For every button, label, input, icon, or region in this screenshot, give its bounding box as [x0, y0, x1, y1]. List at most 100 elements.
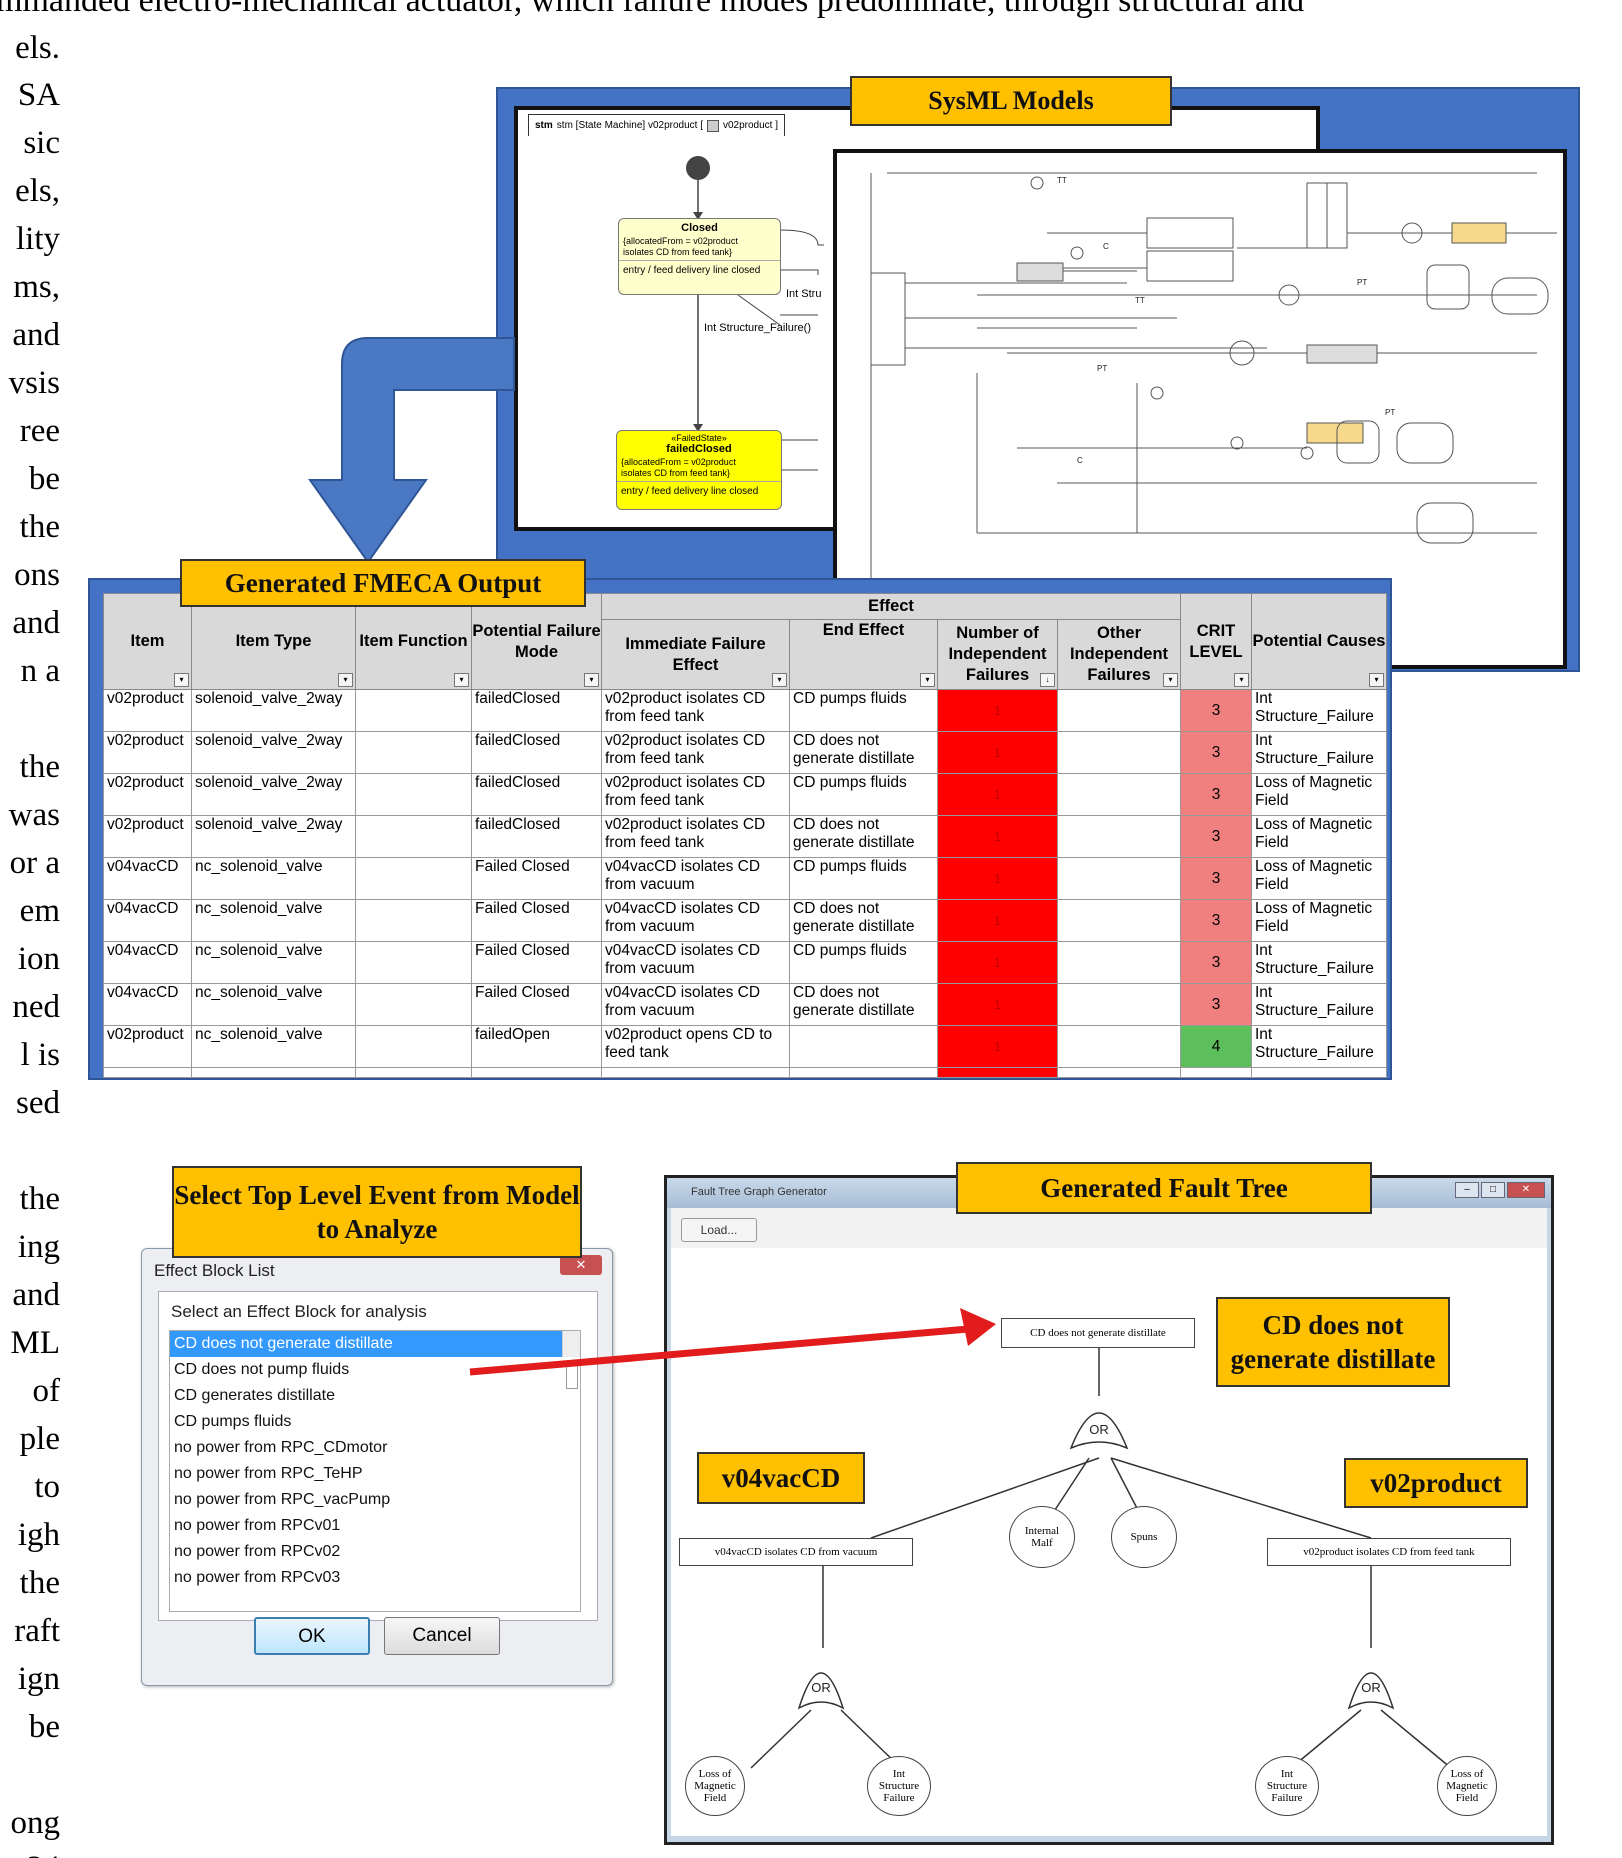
cell-failure-mode[interactable]: failedClosed — [471, 773, 602, 816]
cell-potential-causes[interactable]: Loss of Magnetic Field — [1251, 899, 1387, 942]
cell-failure-mode[interactable]: Failed Closed — [471, 899, 602, 942]
cell-immediate-effect[interactable]: v04vacCD isolates CD from vacuum — [601, 857, 790, 900]
minimize-icon[interactable]: – — [1455, 1182, 1479, 1198]
cell-failure-mode[interactable]: failedClosed — [471, 731, 602, 774]
cell-item[interactable]: v02product — [103, 731, 192, 774]
effect-block-list-item[interactable]: no power from RPCv02 — [174, 1543, 341, 1560]
diagram-tab[interactable]: stm stm [State Machine] v02product [ v02… — [528, 114, 786, 136]
close-icon[interactable]: ✕ — [560, 1255, 602, 1275]
cell-item[interactable]: v02product — [103, 689, 192, 732]
cell-failure-mode[interactable]: Failed Closed — [471, 983, 602, 1026]
cell-num-independent[interactable]: 1 — [937, 983, 1058, 1026]
cell-immediate-effect[interactable]: v04vacCD isolates CD from vacuum — [601, 941, 790, 984]
cell-item[interactable]: v02product — [103, 815, 192, 858]
col-header-item-type[interactable]: Item Type▾ — [191, 593, 356, 690]
int-structure-left-event[interactable]: Int Structure Failure — [867, 1756, 931, 1816]
cell-other-independent[interactable] — [1057, 857, 1181, 900]
cell-other-independent[interactable] — [1057, 983, 1181, 1026]
cell-end-effect[interactable]: CD pumps fluids — [789, 689, 938, 732]
cell-other-independent[interactable] — [1057, 941, 1181, 984]
col-header-item-function[interactable]: Item Function▾ — [355, 593, 472, 690]
col-header-end-effect[interactable]: End Effect▾ — [789, 619, 938, 690]
close-icon[interactable]: ✕ — [1507, 1182, 1545, 1198]
cell-crit-level[interactable]: 4 — [1180, 1025, 1252, 1068]
cell-item-type[interactable]: nc_solenoid_valve — [191, 899, 356, 942]
cell-item-type[interactable]: solenoid_valve_2way — [191, 731, 356, 774]
cell-item-type[interactable]: solenoid_valve_2way — [191, 815, 356, 858]
cell-end-effect[interactable]: CD does not generate distillate — [789, 731, 938, 774]
int-structure-right-event[interactable]: Int Structure Failure — [1255, 1756, 1319, 1816]
cell-item-function[interactable] — [355, 731, 472, 774]
cell-potential-causes[interactable]: Int Structure_Failure — [1251, 731, 1387, 774]
state-closed[interactable]: Closed {allocatedFrom = v02product isola… — [618, 218, 781, 295]
filter-dropdown-icon[interactable]: ▾ — [584, 673, 599, 687]
cell-item[interactable]: v04vacCD — [103, 899, 192, 942]
sort-filter-icon[interactable]: ↓ — [1040, 673, 1055, 687]
cell-end-effect[interactable]: CD does not generate distillate — [789, 983, 938, 1026]
cell-potential-causes[interactable]: Loss of Magnetic Field — [1251, 815, 1387, 858]
top-event-node[interactable]: CD does not generate distillate — [1001, 1318, 1195, 1348]
right-event-node[interactable]: v02product isolates CD from feed tank — [1267, 1538, 1511, 1566]
cell-end-effect[interactable]: CD pumps fluids — [789, 941, 938, 984]
effect-block-list-item[interactable]: no power from RPCv03 — [174, 1569, 341, 1586]
cell-failure-mode[interactable]: Failed Closed — [471, 941, 602, 984]
cell-failure-mode[interactable]: failedClosed — [471, 815, 602, 858]
cell-crit-level[interactable]: 3 — [1180, 689, 1252, 732]
left-event-node[interactable]: v04vacCD isolates CD from vacuum — [679, 1538, 913, 1566]
cell-item-function[interactable] — [355, 983, 472, 1026]
cell-other-independent[interactable] — [1057, 773, 1181, 816]
effect-block-list-item[interactable]: CD does not generate distillate — [170, 1331, 580, 1357]
cell-item-type[interactable]: solenoid_valve_2way — [191, 773, 356, 816]
cell-item-function[interactable] — [355, 773, 472, 816]
filter-dropdown-icon[interactable]: ▾ — [1163, 673, 1178, 687]
cell-potential-causes[interactable]: Loss of Magnetic Field — [1251, 773, 1387, 816]
ok-button[interactable]: OK — [254, 1617, 370, 1655]
cell-other-independent[interactable] — [1057, 815, 1181, 858]
effect-block-list-item[interactable]: CD does not pump fluids — [174, 1361, 350, 1378]
effect-block-list-item[interactable]: no power from RPC_vacPump — [174, 1491, 391, 1508]
cell-num-independent[interactable]: 1 — [937, 773, 1058, 816]
cell-other-independent[interactable] — [1057, 899, 1181, 942]
cell-item-type[interactable]: nc_solenoid_valve — [191, 1025, 356, 1068]
cell-potential-causes[interactable]: Int Structure_Failure — [1251, 983, 1387, 1026]
internal-malf-event[interactable]: Internal Malf — [1009, 1506, 1075, 1568]
cell-immediate-effect[interactable]: v04vacCD isolates CD from vacuum — [601, 899, 790, 942]
cell-num-independent[interactable]: 1 — [937, 899, 1058, 942]
cell-num-independent[interactable]: 1 — [937, 941, 1058, 984]
filter-dropdown-icon[interactable]: ▾ — [920, 673, 935, 687]
cell-end-effect[interactable]: CD does not generate distillate — [789, 815, 938, 858]
filter-dropdown-icon[interactable]: ▾ — [454, 673, 469, 687]
cell-num-independent[interactable]: 1 — [937, 815, 1058, 858]
cell-other-independent[interactable] — [1057, 1025, 1181, 1068]
col-header-item[interactable]: Item▾ — [103, 593, 192, 690]
cell-failure-mode[interactable]: failedClosed — [471, 689, 602, 732]
listbox-scrollbar[interactable] — [562, 1331, 580, 1389]
cell-item-type[interactable]: nc_solenoid_valve — [191, 857, 356, 900]
cell-item[interactable]: v04vacCD — [103, 941, 192, 984]
cell-immediate-effect[interactable]: v02product isolates CD from feed tank — [601, 815, 790, 858]
cell-num-independent[interactable]: 1 — [937, 1025, 1058, 1068]
cell-item-type[interactable]: nc_solenoid_valve — [191, 983, 356, 1026]
effect-block-list-item[interactable]: no power from RPC_CDmotor — [174, 1439, 388, 1456]
filter-dropdown-icon[interactable]: ▾ — [1234, 673, 1249, 687]
load-button[interactable]: Load... — [681, 1218, 757, 1242]
cell-other-independent[interactable] — [1057, 689, 1181, 732]
loss-magnetic-right-event[interactable]: Loss of Magnetic Field — [1437, 1756, 1497, 1816]
cell-item-function[interactable] — [355, 941, 472, 984]
cell-item-function[interactable] — [355, 857, 472, 900]
loss-magnetic-left-event[interactable]: Loss of Magnetic Field — [685, 1756, 745, 1816]
maximize-icon[interactable]: □ — [1481, 1182, 1505, 1198]
filter-dropdown-icon[interactable]: ▾ — [174, 673, 189, 687]
cell-potential-causes[interactable]: Loss of Magnetic Field — [1251, 857, 1387, 900]
col-header-crit-level[interactable]: CRIT LEVEL▾ — [1180, 593, 1252, 690]
cell-immediate-effect[interactable]: v02product isolates CD from feed tank — [601, 689, 790, 732]
cell-immediate-effect[interactable]: v02product opens CD to feed tank — [601, 1025, 790, 1068]
col-header-other-independent[interactable]: Other Independent Failures▾ — [1057, 619, 1181, 690]
cell-item-function[interactable] — [355, 1025, 472, 1068]
cell-item-type[interactable]: nc_solenoid_valve — [191, 941, 356, 984]
spuns-event[interactable]: Spuns — [1111, 1506, 1177, 1568]
